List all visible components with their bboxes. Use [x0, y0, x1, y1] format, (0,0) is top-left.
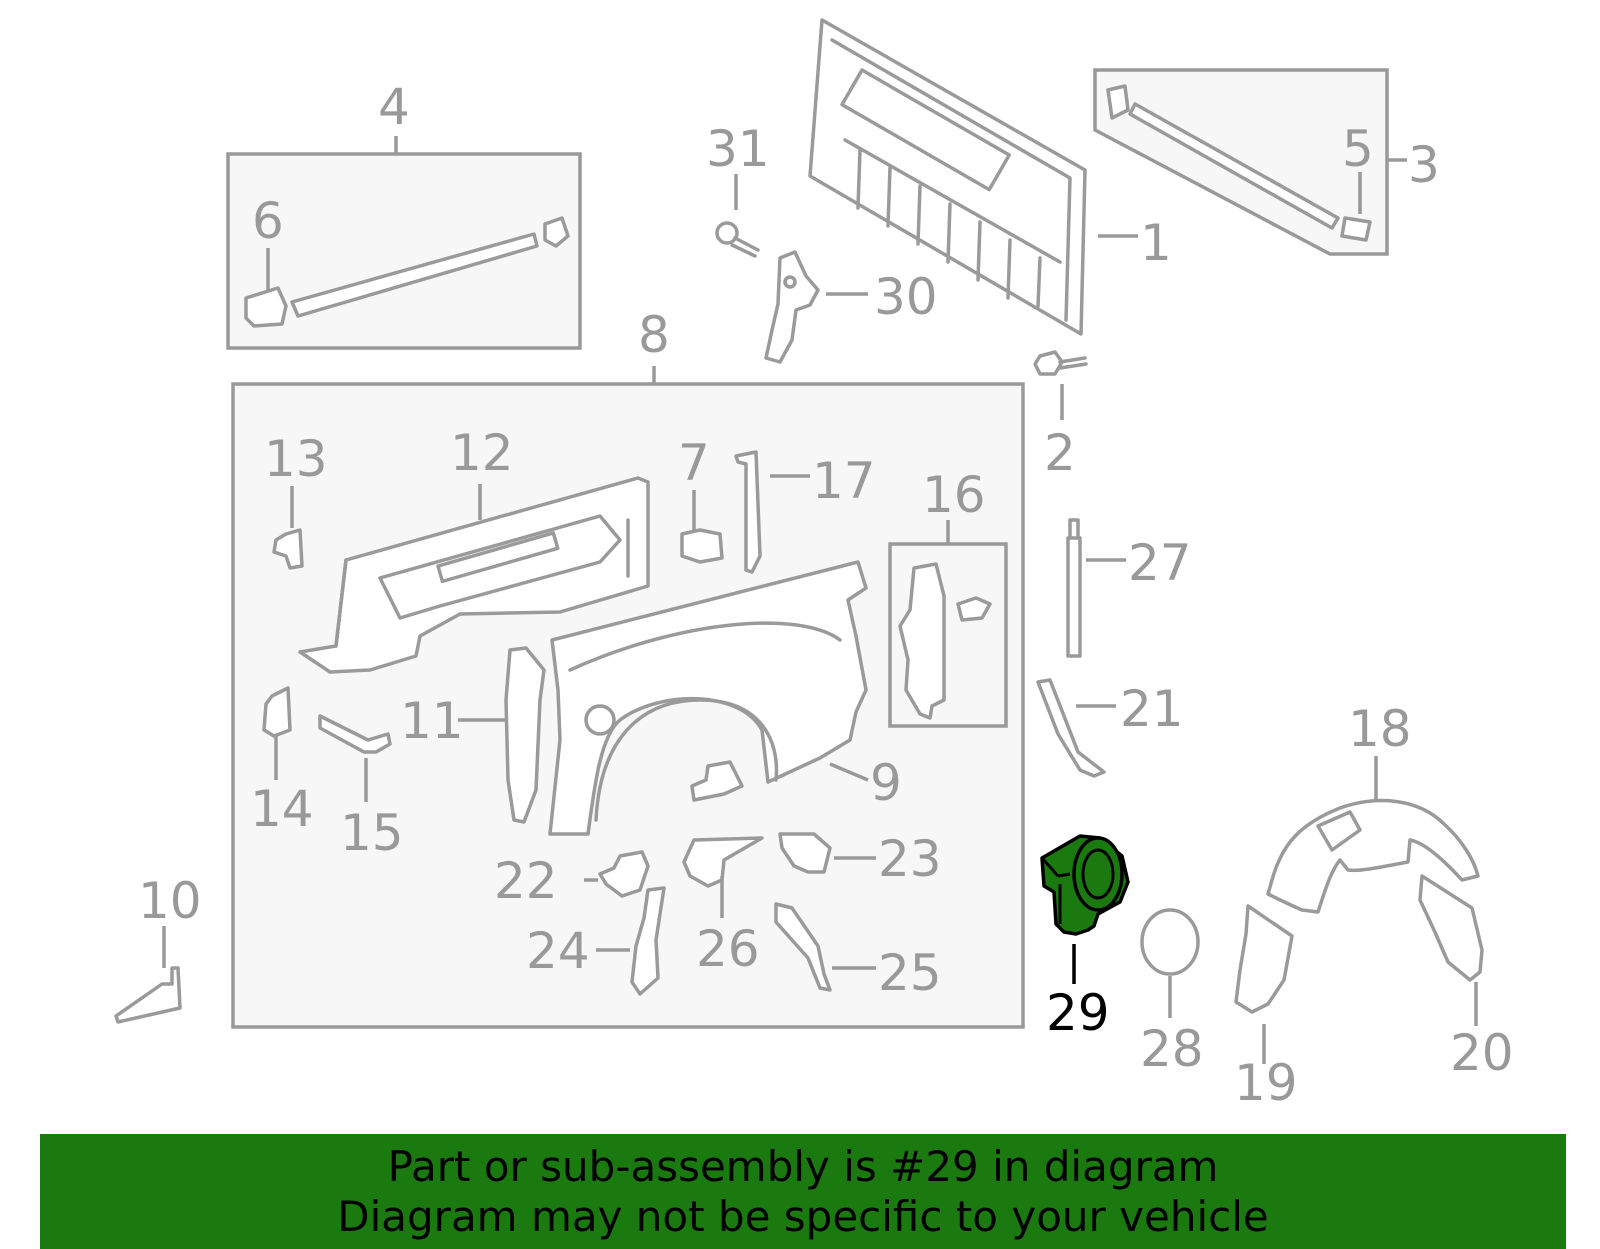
callout-10: 10	[138, 872, 202, 930]
part-25[interactable]	[774, 902, 832, 992]
part-20[interactable]	[1418, 874, 1484, 982]
part-1-tailgate[interactable]	[808, 18, 1087, 336]
part-13[interactable]	[272, 528, 304, 570]
callout-19: 19	[1234, 1054, 1298, 1112]
part-23[interactable]	[778, 832, 832, 874]
part-9-outer-panel[interactable]	[548, 560, 868, 836]
callout-25: 25	[878, 944, 942, 1002]
callout-24: 24	[526, 922, 590, 980]
callout-23: 23	[878, 830, 942, 888]
callout-9: 9	[870, 754, 902, 812]
part-7[interactable]	[680, 528, 724, 564]
parts-diagram: 1 2 3 4 5 6 7 8 9 10 11 12 13 14 15 16 1…	[114, 18, 1514, 1112]
part-21[interactable]	[1036, 678, 1106, 778]
callout-20: 20	[1450, 1024, 1514, 1082]
part-4-6-rail[interactable]	[244, 216, 570, 328]
callout-30: 30	[874, 268, 938, 326]
part-26[interactable]	[682, 836, 764, 888]
callout-29: 29	[1046, 984, 1110, 1042]
callout-26: 26	[696, 920, 760, 978]
part-28-fuel-door[interactable]	[1140, 908, 1200, 976]
part-29-fuel-filler-housing[interactable]	[1040, 834, 1130, 936]
part-30-bracket[interactable]	[764, 250, 820, 364]
part-11-pillar[interactable]	[504, 646, 546, 824]
callout-28: 28	[1140, 1020, 1204, 1078]
callout-2: 2	[1044, 424, 1076, 482]
part-19[interactable]	[1234, 904, 1294, 1014]
part-3-5-rail[interactable]	[1106, 84, 1372, 242]
callout-6: 6	[252, 192, 284, 250]
part-17[interactable]	[734, 450, 762, 574]
part-9-bracket[interactable]	[690, 760, 744, 802]
callout-11: 11	[400, 692, 464, 750]
part-16-bracket[interactable]	[898, 562, 992, 720]
callout-21: 21	[1120, 680, 1184, 738]
part-24[interactable]	[630, 886, 666, 996]
callout-18: 18	[1348, 700, 1412, 758]
callout-14: 14	[250, 780, 314, 838]
callout-12: 12	[450, 424, 514, 482]
part-27-strut[interactable]	[1066, 518, 1082, 658]
part-15[interactable]	[318, 714, 392, 754]
leader-lines	[162, 136, 1478, 1064]
info-banner: Part or sub-assembly is #29 in diagram D…	[40, 1134, 1566, 1249]
callout-22: 22	[494, 852, 558, 910]
callout-31: 31	[706, 120, 770, 178]
callout-4: 4	[378, 78, 410, 136]
callout-17: 17	[812, 452, 876, 510]
callout-13: 13	[264, 430, 328, 488]
callout-8: 8	[638, 306, 670, 364]
part-2-bolt[interactable]	[1033, 350, 1088, 376]
callout-3: 3	[1408, 136, 1440, 194]
part-10[interactable]	[114, 966, 182, 1024]
callout-5: 5	[1342, 120, 1374, 178]
callout-27: 27	[1128, 534, 1192, 592]
part-14[interactable]	[262, 686, 292, 738]
callout-15: 15	[340, 804, 404, 862]
part-12-inner-panel[interactable]	[298, 476, 650, 674]
banner-line-1: Part or sub-assembly is #29 in diagram	[387, 1141, 1219, 1191]
callout-7: 7	[678, 434, 710, 492]
part-31-bolt[interactable]	[715, 221, 760, 258]
callout-16: 16	[922, 466, 986, 524]
part-22[interactable]	[598, 850, 650, 898]
banner-line-2: Diagram may not be specific to your vehi…	[337, 1191, 1269, 1241]
callout-1: 1	[1140, 214, 1172, 272]
part-18-wheel-liner[interactable]	[1266, 798, 1480, 914]
